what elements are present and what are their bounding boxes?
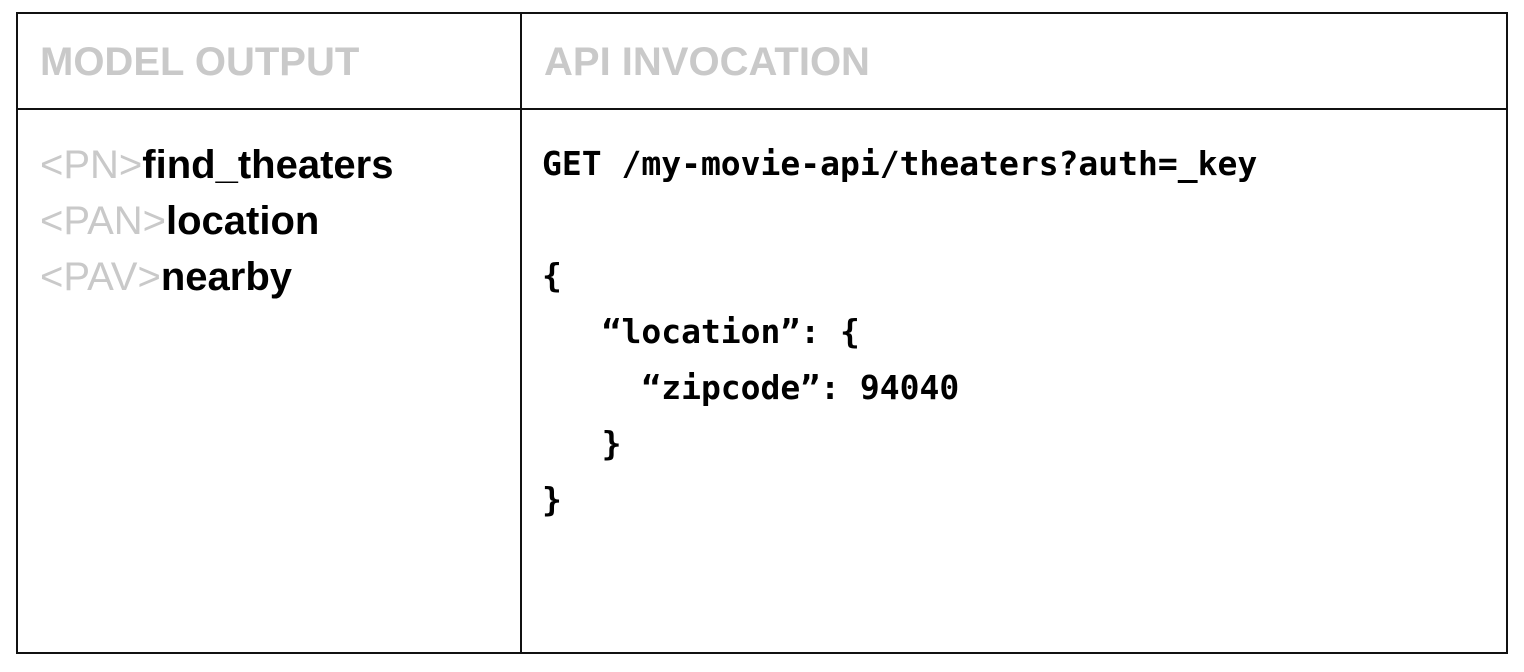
diagram-table: MODEL OUTPUT API INVOCATION <PN>find_the… bbox=[16, 12, 1508, 654]
code-line-open-brace: { bbox=[542, 256, 562, 295]
model-output-header-cell: MODEL OUTPUT bbox=[18, 14, 522, 110]
token-tag: <PAN> bbox=[40, 199, 166, 243]
code-line-inner-close: } bbox=[542, 424, 622, 463]
api-invocation-header-cell: API INVOCATION bbox=[522, 14, 1506, 110]
token-line-arg-name: <PAN>location bbox=[40, 193, 520, 249]
code-line-location-key: “location”: { bbox=[542, 312, 860, 351]
code-line-request: GET /my-movie-api/theaters?auth=_key bbox=[542, 144, 1258, 183]
api-invocation-cell: GET /my-movie-api/theaters?auth=_key { “… bbox=[522, 110, 1506, 652]
code-line-blank bbox=[542, 192, 1506, 248]
token-tag: <PN> bbox=[40, 143, 143, 187]
token-line-function-name: <PN>find_theaters bbox=[40, 137, 520, 193]
token-value: location bbox=[166, 199, 320, 243]
model-output-header: MODEL OUTPUT bbox=[40, 39, 360, 84]
api-invocation-header: API INVOCATION bbox=[544, 39, 870, 84]
token-line-arg-value: <PAV>nearby bbox=[40, 249, 520, 305]
model-output-cell: <PN>find_theaters <PAN>location <PAV>nea… bbox=[18, 110, 522, 652]
code-line-zipcode: “zipcode”: 94040 bbox=[542, 368, 960, 407]
code-line-close-brace: } bbox=[542, 480, 562, 519]
token-tag: <PAV> bbox=[40, 255, 161, 299]
token-value: find_theaters bbox=[142, 143, 394, 187]
token-value: nearby bbox=[160, 255, 292, 299]
